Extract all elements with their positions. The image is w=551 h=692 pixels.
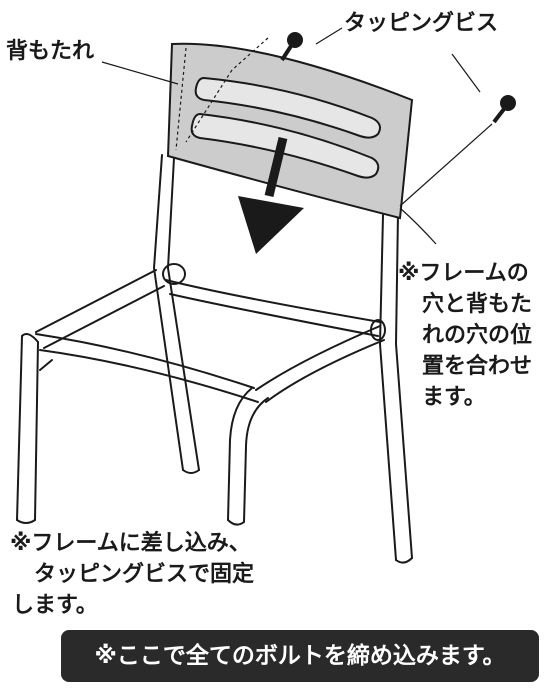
note-line: します。 xyxy=(12,593,98,618)
note-line: れの穴の位 xyxy=(422,323,533,348)
rear-left-post xyxy=(153,154,200,474)
down-arrow-icon xyxy=(238,136,304,254)
seat-right-rail xyxy=(255,319,386,403)
align-holes-note: ※フレームの 穴と背もた れの穴の位 置を合わせ ます。 xyxy=(398,258,532,413)
note-line: タッピングビスで固定 xyxy=(34,562,255,587)
insert-fix-note: ※フレームに差し込み、 タッピングビスで固定 します。 xyxy=(10,528,254,621)
seat-left-rail xyxy=(35,263,186,349)
note-line: ※フレームに差し込み、 xyxy=(10,531,251,556)
note-line: ※フレームの xyxy=(398,261,529,286)
note-line: 置を合わせ xyxy=(422,354,533,379)
backrest-label: 背もたれ xyxy=(6,39,95,64)
front-left-leg xyxy=(16,333,39,524)
backrest-leader-line xyxy=(101,61,179,85)
screw-icon xyxy=(280,32,303,62)
screw-leader-line xyxy=(315,27,343,45)
seat-back-rail xyxy=(165,279,381,337)
backrest-panel xyxy=(166,42,414,220)
screw-icon xyxy=(492,95,516,124)
screw-leader-line-2 xyxy=(451,53,481,93)
note-line: 穴と背もた xyxy=(422,292,533,317)
rear-right-post xyxy=(379,212,413,564)
screw-path-line-2 xyxy=(231,37,269,71)
screw-path-line xyxy=(399,123,493,207)
seat-front-rail xyxy=(35,333,259,403)
note-line: ます。 xyxy=(422,385,486,410)
seat-corner-detail xyxy=(39,359,53,371)
hole-leader-line xyxy=(399,207,437,245)
front-right-leg xyxy=(227,387,269,526)
tighten-bolts-banner: ※ここで全てのボルトを締め込みます。 xyxy=(61,630,539,682)
tapping-screws-label: タッピングビス xyxy=(344,11,499,36)
